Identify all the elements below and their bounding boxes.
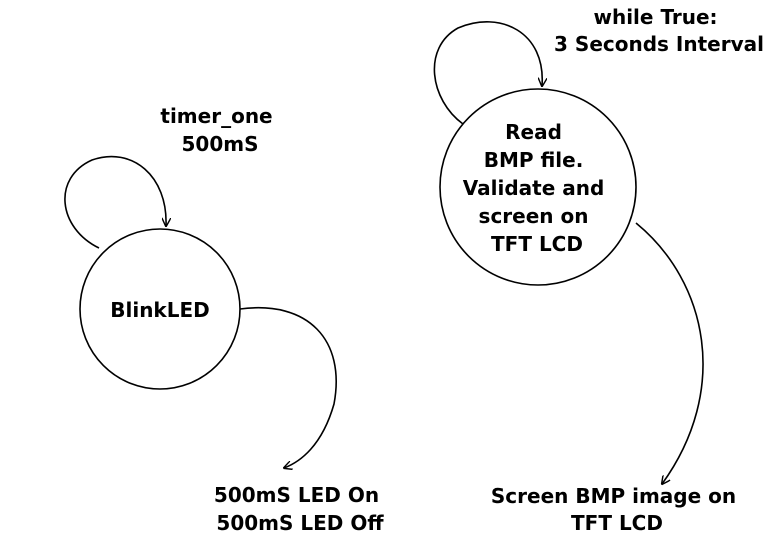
- timer-loop-line-2: 500mS: [182, 132, 259, 156]
- screen-output-line-2: TFT LCD: [571, 511, 663, 535]
- screen-output-label: Screen BMP image on TFT LCD: [491, 484, 743, 535]
- timer-loop-label: timer_one 500mS: [160, 104, 279, 156]
- read-bmp-state-group: Read BMP file. Validate and screen on TF…: [433, 21, 704, 484]
- screen-output-arrow: [635, 222, 704, 484]
- read-bmp-line-1: Read: [505, 120, 562, 144]
- read-bmp-line-5: TFT LCD: [491, 232, 583, 256]
- read-bmp-state-node: [439, 88, 637, 286]
- while-loop-label: while True: 3 Seconds Interval: [554, 5, 764, 56]
- timer-self-loop-arrow: [64, 155, 166, 249]
- led-output-line-1: 500mS LED On: [214, 483, 379, 507]
- read-bmp-line-2: BMP file.: [484, 148, 584, 172]
- read-bmp-line-3: Validate and: [463, 176, 605, 200]
- timer-loop-line-1: timer_one: [160, 104, 272, 128]
- led-output-arrow: [239, 307, 337, 468]
- led-output-label: 500mS LED On 500mS LED Off: [214, 483, 386, 535]
- read-bmp-state-label: Read BMP file. Validate and screen on TF…: [463, 120, 612, 256]
- while-self-loop-arrow: [433, 21, 542, 125]
- led-output-line-2: 500mS LED Off: [216, 511, 384, 535]
- read-bmp-line-4: screen on: [479, 204, 589, 228]
- screen-output-line-1: Screen BMP image on: [491, 484, 736, 508]
- while-loop-line-1: while True:: [593, 5, 717, 29]
- blinkled-state-label: BlinkLED: [110, 298, 210, 322]
- blinkled-state-group: BlinkLED: [64, 155, 337, 468]
- while-loop-line-2: 3 Seconds Interval: [554, 32, 764, 56]
